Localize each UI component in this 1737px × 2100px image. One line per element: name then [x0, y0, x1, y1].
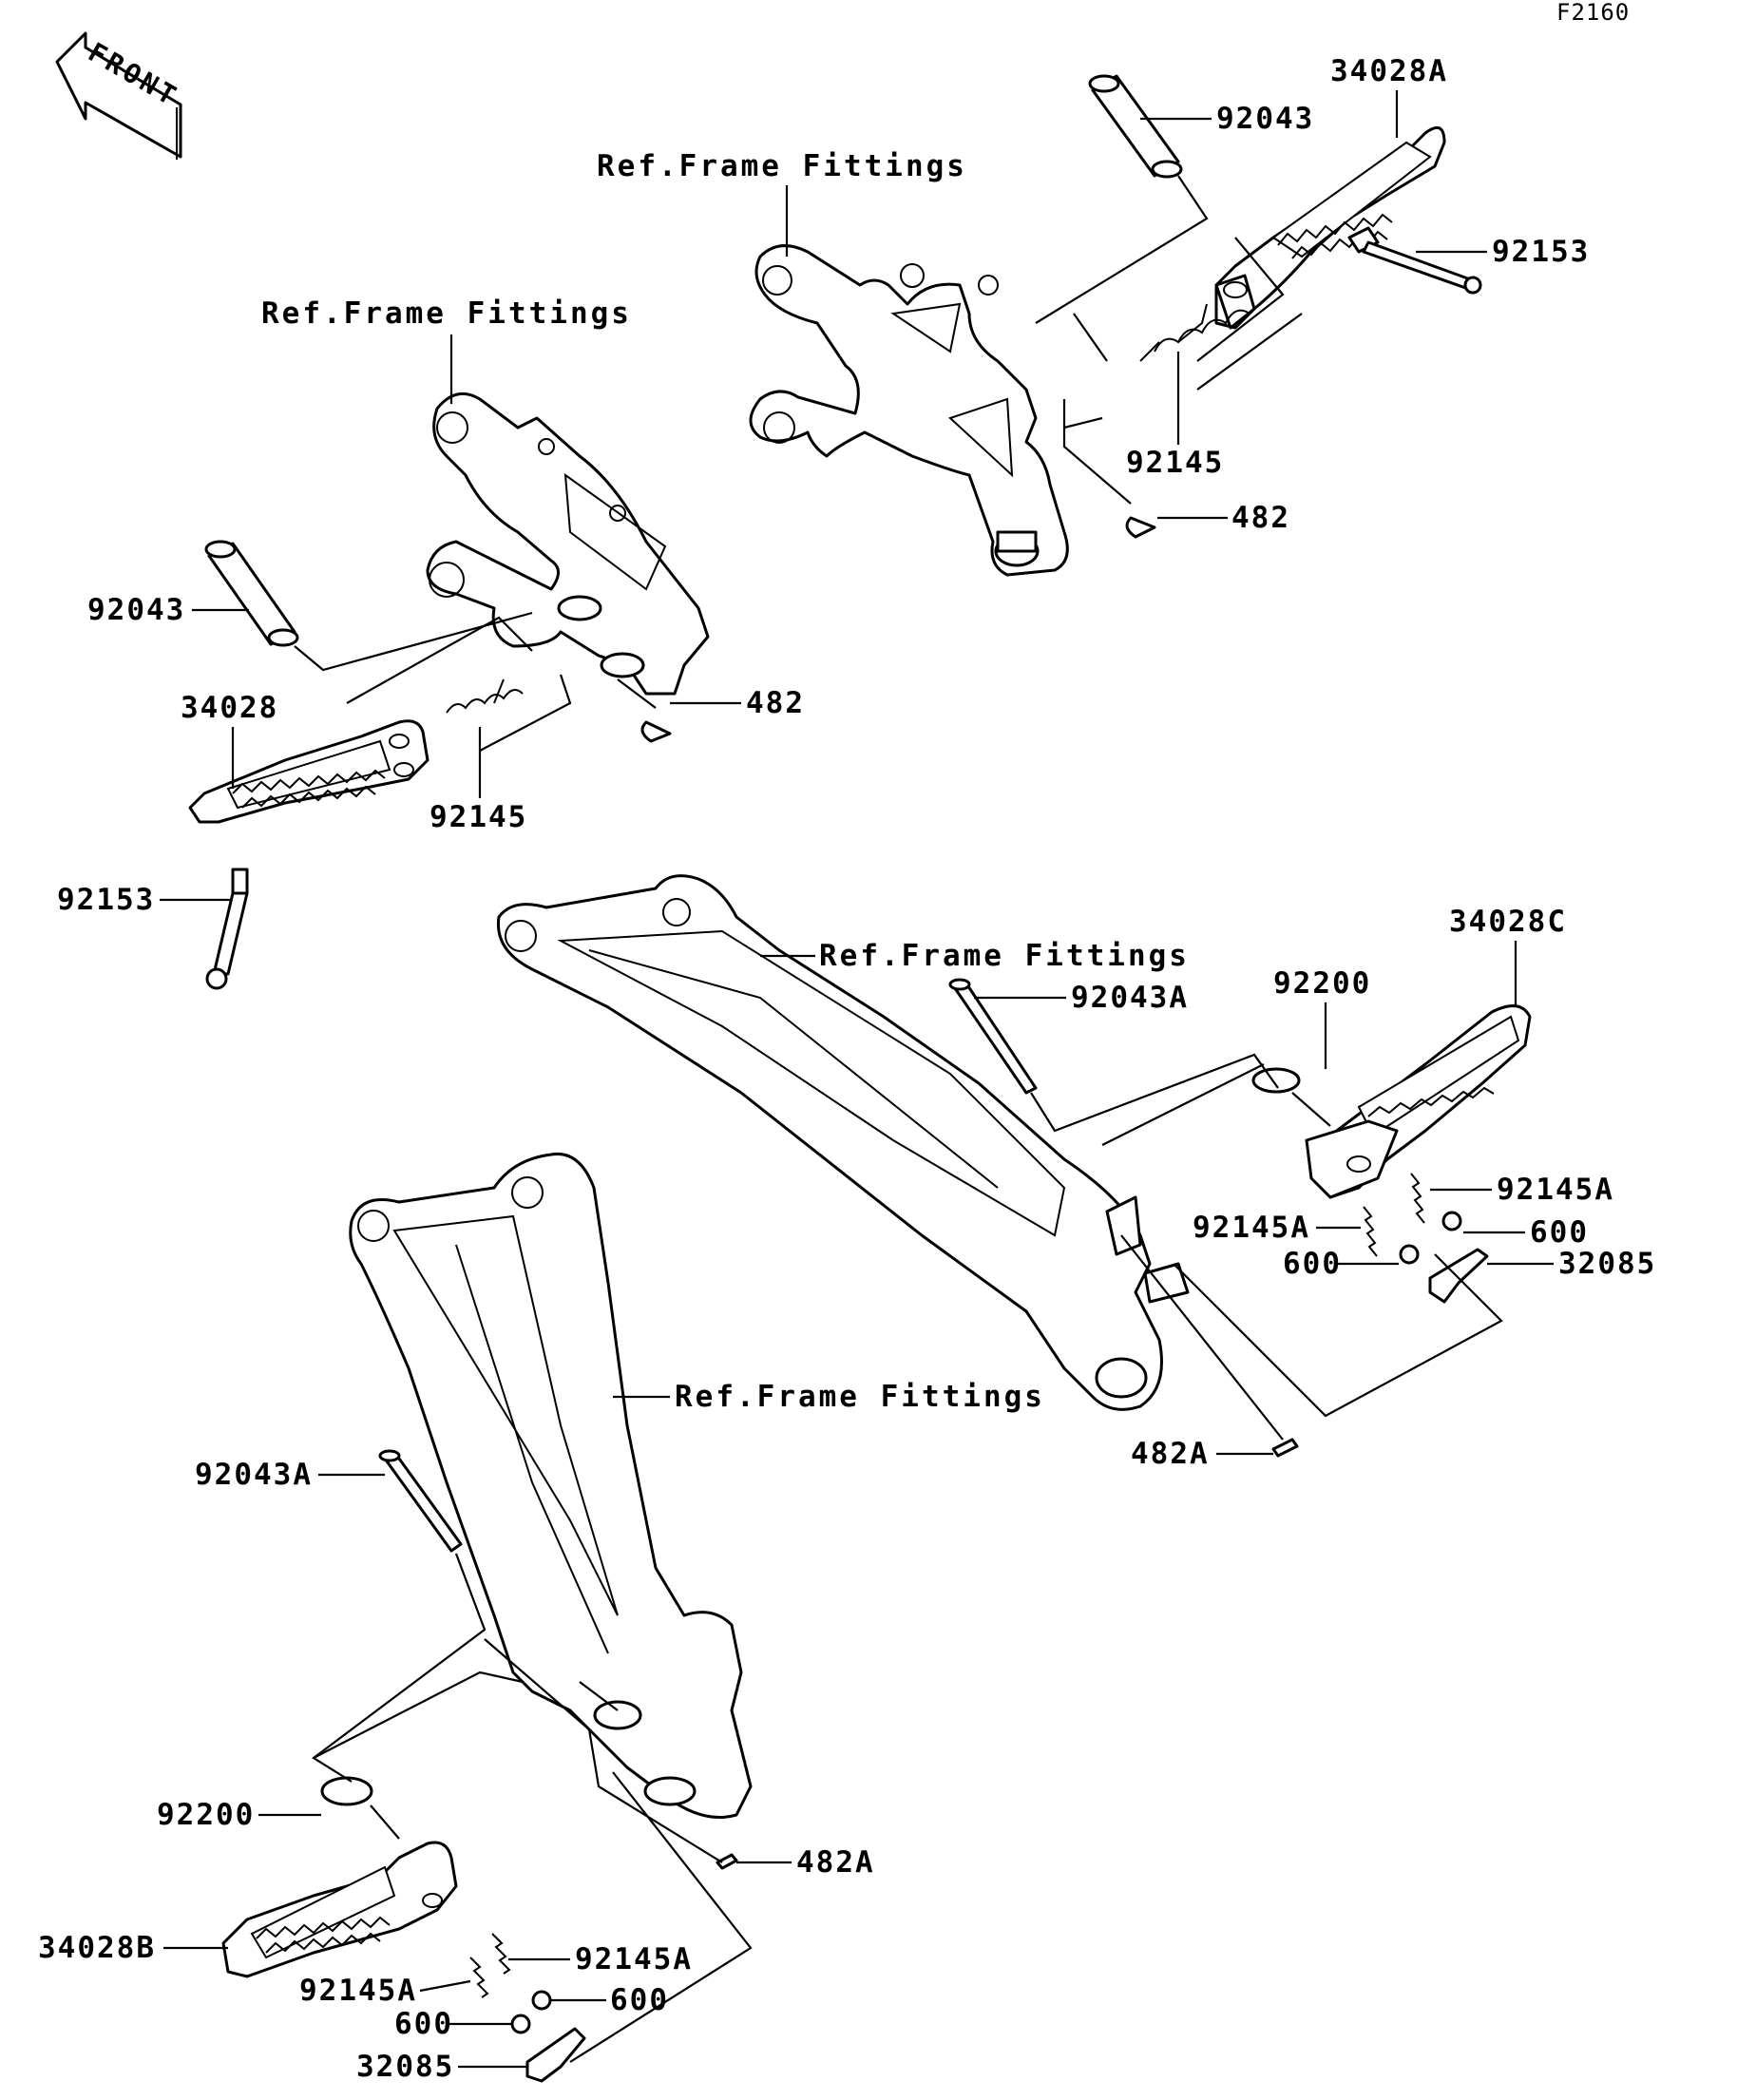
label-92145A: 92145A — [1497, 1173, 1614, 1207]
callout-92153-upper-right: 92153 — [1416, 235, 1590, 269]
label-34028: 34028 — [181, 691, 278, 725]
lower-left-footpeg-34028B — [221, 1841, 458, 1978]
callout-ref-frame-fittings-upper-left: Ref.Frame Fittings — [261, 296, 632, 404]
label-482: 482 — [746, 686, 805, 720]
label-34028B: 34028B — [38, 1931, 156, 1965]
callout-92200-lower-right: 92200 — [1273, 966, 1371, 1069]
label-92145A: 92145A — [575, 1942, 693, 1976]
callout-92145A-lower-right-b: 92145A — [1193, 1211, 1361, 1245]
callout-92043-upper-right: 92043 — [1140, 102, 1314, 136]
lower-right-footpeg-34028C — [1305, 1004, 1532, 1199]
callout-ref-frame-fittings-lower-right: Ref.Frame Fittings — [760, 939, 1190, 973]
label-482A: 482A — [796, 1845, 875, 1880]
upper-left-spring-92145 — [446, 678, 524, 714]
lower-right-washer-92200 — [1251, 1067, 1301, 1094]
upper-left-leader-lines — [294, 611, 657, 752]
upper-right-pin-92043 — [1088, 74, 1183, 179]
label-482: 482 — [1231, 501, 1290, 535]
label-92043A: 92043A — [195, 1458, 313, 1492]
upper-right-leader-lines — [1035, 175, 1303, 505]
lower-right-leader-lines — [1030, 1053, 1503, 1441]
callout-600-lower-left-b: 600 — [394, 2007, 511, 2041]
callout-482-upper-left: 482 — [670, 686, 805, 720]
label-92145: 92145 — [1126, 446, 1224, 480]
callout-34028: 34028 — [181, 691, 278, 789]
callout-92145-upper-left: 92145 — [429, 727, 527, 834]
callout-92043-upper-left: 92043 — [87, 593, 249, 627]
callout-34028B: 34028B — [38, 1931, 228, 1965]
lower-left-leader-lines — [312, 1553, 753, 2063]
label-92200: 92200 — [157, 1798, 255, 1832]
callout-600-lower-right-a: 600 — [1463, 1215, 1589, 1250]
lower-left-clip-482A — [716, 1853, 738, 1870]
label-32085: 32085 — [356, 2050, 454, 2084]
lower-right-pin-92043A — [948, 978, 1038, 1095]
label-92043: 92043 — [1216, 102, 1314, 136]
label-482A: 482A — [1131, 1437, 1210, 1471]
callout-34028C: 34028C — [1449, 905, 1567, 1007]
label-92043A: 92043A — [1071, 981, 1189, 1015]
label-ref-frame-fittings: Ref.Frame Fittings — [675, 1380, 1045, 1414]
callout-92145A-lower-left-a: 92145A — [508, 1942, 693, 1976]
callout-600-lower-left-a: 600 — [551, 1983, 669, 2017]
label-32085: 32085 — [1558, 1247, 1656, 1281]
callout-92153-upper-left: 92153 — [57, 883, 230, 917]
callout-92145A-lower-right-a: 92145A — [1430, 1173, 1614, 1207]
label-92145A: 92145A — [299, 1974, 417, 2008]
lower-right-springs-92145A — [1363, 1173, 1425, 1257]
callout-482A-lower-right: 482A — [1131, 1437, 1273, 1471]
upper-right-bolt-92153 — [1347, 226, 1482, 295]
upper-right-clip-482 — [1125, 516, 1156, 539]
label-92153: 92153 — [1492, 235, 1590, 269]
upper-right-footpeg-34028A — [1214, 125, 1446, 330]
diagram-code: F2160 — [1556, 0, 1630, 26]
lower-right-balls-600 — [1399, 1211, 1462, 1265]
upper-left-clip-482 — [640, 720, 672, 743]
callout-92043A-lower-left: 92043A — [195, 1458, 385, 1492]
callout-32085-lower-left: 32085 — [356, 2050, 527, 2084]
label-92043: 92043 — [87, 593, 185, 627]
label-600: 600 — [1530, 1215, 1589, 1250]
upper-right-footpeg-bracket — [749, 244, 1069, 577]
upper-left-footpeg-bracket — [426, 391, 710, 696]
label-92145: 92145 — [429, 800, 527, 834]
upper-right-spring-92145 — [1139, 303, 1250, 362]
label-600: 600 — [1283, 1247, 1342, 1281]
label-92153: 92153 — [57, 883, 155, 917]
callout-482A-lower-left: 482A — [736, 1845, 875, 1880]
upper-left-bolt-92153 — [205, 868, 249, 990]
lower-right-clip-482A — [1271, 1438, 1299, 1458]
callout-34028A: 34028A — [1330, 54, 1448, 138]
lower-left-plate-32085 — [525, 2027, 586, 2083]
label-600: 600 — [610, 1983, 669, 2017]
label-34028C: 34028C — [1449, 905, 1567, 939]
upper-left-pin-92043 — [204, 540, 299, 647]
callout-ref-frame-fittings-upper-right: Ref.Frame Fittings — [597, 149, 967, 257]
callout-92145A-lower-left-b: 92145A — [299, 1974, 471, 2008]
label-34028A: 34028A — [1330, 54, 1448, 88]
lower-left-washer-92200 — [320, 1776, 373, 1806]
lower-left-springs-92145A — [469, 1933, 511, 1998]
label-92145A: 92145A — [1193, 1211, 1310, 1245]
upper-left-footpeg-34028 — [188, 719, 429, 824]
label-ref-frame-fittings: Ref.Frame Fittings — [261, 296, 632, 331]
callout-600-lower-right-b: 600 — [1283, 1247, 1399, 1281]
label-92200: 92200 — [1273, 966, 1371, 1001]
lower-left-pin-92043A — [378, 1449, 463, 1553]
callout-92043A-lower-right: 92043A — [974, 981, 1189, 1015]
lower-right-plate-32085 — [1428, 1248, 1489, 1304]
front-arrow-icon: FRONT — [55, 31, 184, 160]
callout-92145-upper-right: 92145 — [1126, 352, 1224, 480]
callout-482-upper-right: 482 — [1157, 501, 1290, 535]
label-ref-frame-fittings: Ref.Frame Fittings — [597, 149, 967, 183]
callout-32085-lower-right: 32085 — [1487, 1247, 1656, 1281]
lower-left-balls-600 — [510, 1990, 552, 2034]
callout-ref-frame-fittings-lower-left: Ref.Frame Fittings — [613, 1380, 1045, 1414]
label-ref-frame-fittings: Ref.Frame Fittings — [819, 939, 1190, 973]
label-600: 600 — [394, 2007, 453, 2041]
callout-92200-lower-left: 92200 — [157, 1798, 321, 1832]
lower-left-footpeg-bracket — [349, 1152, 753, 1819]
